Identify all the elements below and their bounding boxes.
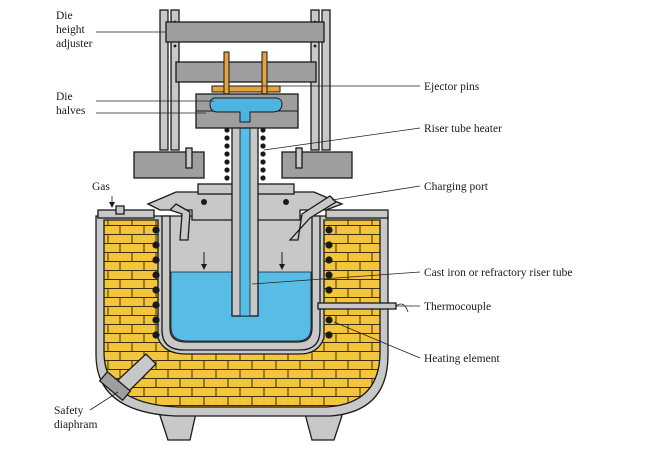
riser-tube-heater (224, 127, 266, 181)
refractory-lining (103, 219, 381, 408)
labels: Die height adjuster Die halves Gas Safet… (54, 10, 572, 431)
bolt-left (185, 147, 193, 169)
ejector-plate (211, 85, 281, 93)
label-riser-tube: Cast iron or refractory riser tube (424, 267, 572, 279)
die-machine (133, 9, 353, 179)
die-height-adjuster-beam (165, 21, 325, 43)
column-right-outer (321, 9, 331, 151)
clamp-right (281, 151, 353, 179)
label-ejector-pins: Ejector pins (424, 81, 480, 93)
label-safety-diaphram: Safety diaphram (54, 405, 97, 431)
bolt-right (295, 147, 303, 169)
label-riser-tube-heater: Riser tube heater (424, 123, 502, 135)
riser-metal (239, 111, 251, 317)
upper-platen (175, 61, 317, 83)
label-die-height-adjuster: Die height adjuster (56, 10, 93, 50)
clamp-left (133, 151, 205, 179)
label-gas: Gas (92, 181, 110, 193)
leader-lines (89, 31, 421, 411)
column-left-outer (159, 9, 169, 151)
label-heating-element: Heating element (424, 353, 500, 365)
furnace-lid-left (97, 209, 155, 219)
label-thermocouple: Thermocouple (424, 301, 491, 313)
safety-diaphragm (98, 353, 157, 402)
label-die-halves: Die halves (56, 91, 86, 117)
heating-element-right (325, 226, 333, 339)
charging-port (288, 195, 338, 241)
heating-element-left (152, 226, 160, 339)
gas-inlet (115, 205, 125, 215)
label-charging-port: Charging port (424, 181, 489, 193)
riser-tube (231, 111, 259, 317)
pressure-arrow-right (279, 252, 285, 270)
pressure-arrow-left (201, 252, 207, 270)
die-cavity (209, 97, 283, 123)
furnace-lid-right (325, 209, 389, 219)
deflector-left (168, 203, 191, 241)
